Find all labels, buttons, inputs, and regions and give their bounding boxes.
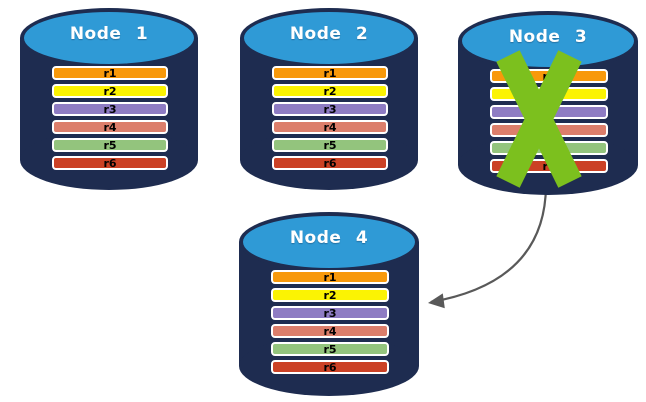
record-bar: r2 bbox=[52, 84, 168, 98]
record-bar: r3 bbox=[272, 102, 388, 116]
record-bar: r1 bbox=[272, 66, 388, 80]
record-label: r3 bbox=[323, 306, 337, 320]
record-list: r1 r2 r3 r4 r5 r6 bbox=[52, 66, 168, 174]
record-bar: r6 bbox=[52, 156, 168, 170]
db-node-4: Node 4 r1 r2 r3 r4 r5 r6 bbox=[239, 212, 419, 396]
record-label: r2 bbox=[103, 84, 117, 98]
record-label: r2 bbox=[323, 84, 337, 98]
failure-cross-icon bbox=[496, 50, 582, 188]
record-label: r6 bbox=[103, 156, 117, 170]
record-label: r5 bbox=[103, 138, 117, 152]
db-node-2: Node 2 r1 r2 r3 r4 r5 r6 bbox=[240, 8, 418, 190]
record-bar: r4 bbox=[272, 120, 388, 134]
record-label: r3 bbox=[323, 102, 337, 116]
record-bar: r3 bbox=[52, 102, 168, 116]
record-bar: r2 bbox=[272, 84, 388, 98]
record-bar: r6 bbox=[271, 360, 389, 374]
record-bar: r5 bbox=[272, 138, 388, 152]
record-label: r1 bbox=[323, 270, 337, 284]
record-label: r1 bbox=[323, 66, 337, 80]
node-label: Node 4 bbox=[289, 228, 369, 248]
node-label: Node 3 bbox=[508, 27, 588, 47]
record-bar: r2 bbox=[271, 288, 389, 302]
record-list: r1 r2 r3 r4 r5 r6 bbox=[272, 66, 388, 174]
db-node-3: Node 3 r1 r2 r3 r4 r5 r6 bbox=[458, 11, 638, 195]
db-node-1: Node 1 r1 r2 r3 r4 r5 r6 bbox=[20, 8, 198, 190]
record-label: r5 bbox=[323, 342, 337, 356]
record-bar: r5 bbox=[271, 342, 389, 356]
record-bar: r3 bbox=[271, 306, 389, 320]
record-label: r6 bbox=[323, 156, 337, 170]
record-bar: r4 bbox=[271, 324, 389, 338]
record-label: r6 bbox=[323, 360, 337, 374]
record-label: r5 bbox=[323, 138, 337, 152]
record-list: r1 r2 r3 r4 r5 r6 bbox=[271, 270, 389, 378]
record-label: r1 bbox=[103, 66, 117, 80]
record-label: r3 bbox=[103, 102, 117, 116]
arrowhead-icon bbox=[428, 293, 445, 309]
record-bar: r4 bbox=[52, 120, 168, 134]
record-bar: r1 bbox=[52, 66, 168, 80]
record-bar: r5 bbox=[52, 138, 168, 152]
cylinder-top bbox=[239, 212, 419, 272]
record-bar: r6 bbox=[272, 156, 388, 170]
node-label: Node 2 bbox=[289, 24, 369, 44]
record-label: r4 bbox=[323, 120, 337, 134]
cylinder-top bbox=[458, 11, 638, 71]
record-label: r2 bbox=[323, 288, 337, 302]
record-bar: r1 bbox=[271, 270, 389, 284]
node-label: Node 1 bbox=[69, 24, 149, 44]
record-label: r4 bbox=[323, 324, 337, 338]
arrow-curve bbox=[430, 185, 548, 304]
record-label: r4 bbox=[103, 120, 117, 134]
